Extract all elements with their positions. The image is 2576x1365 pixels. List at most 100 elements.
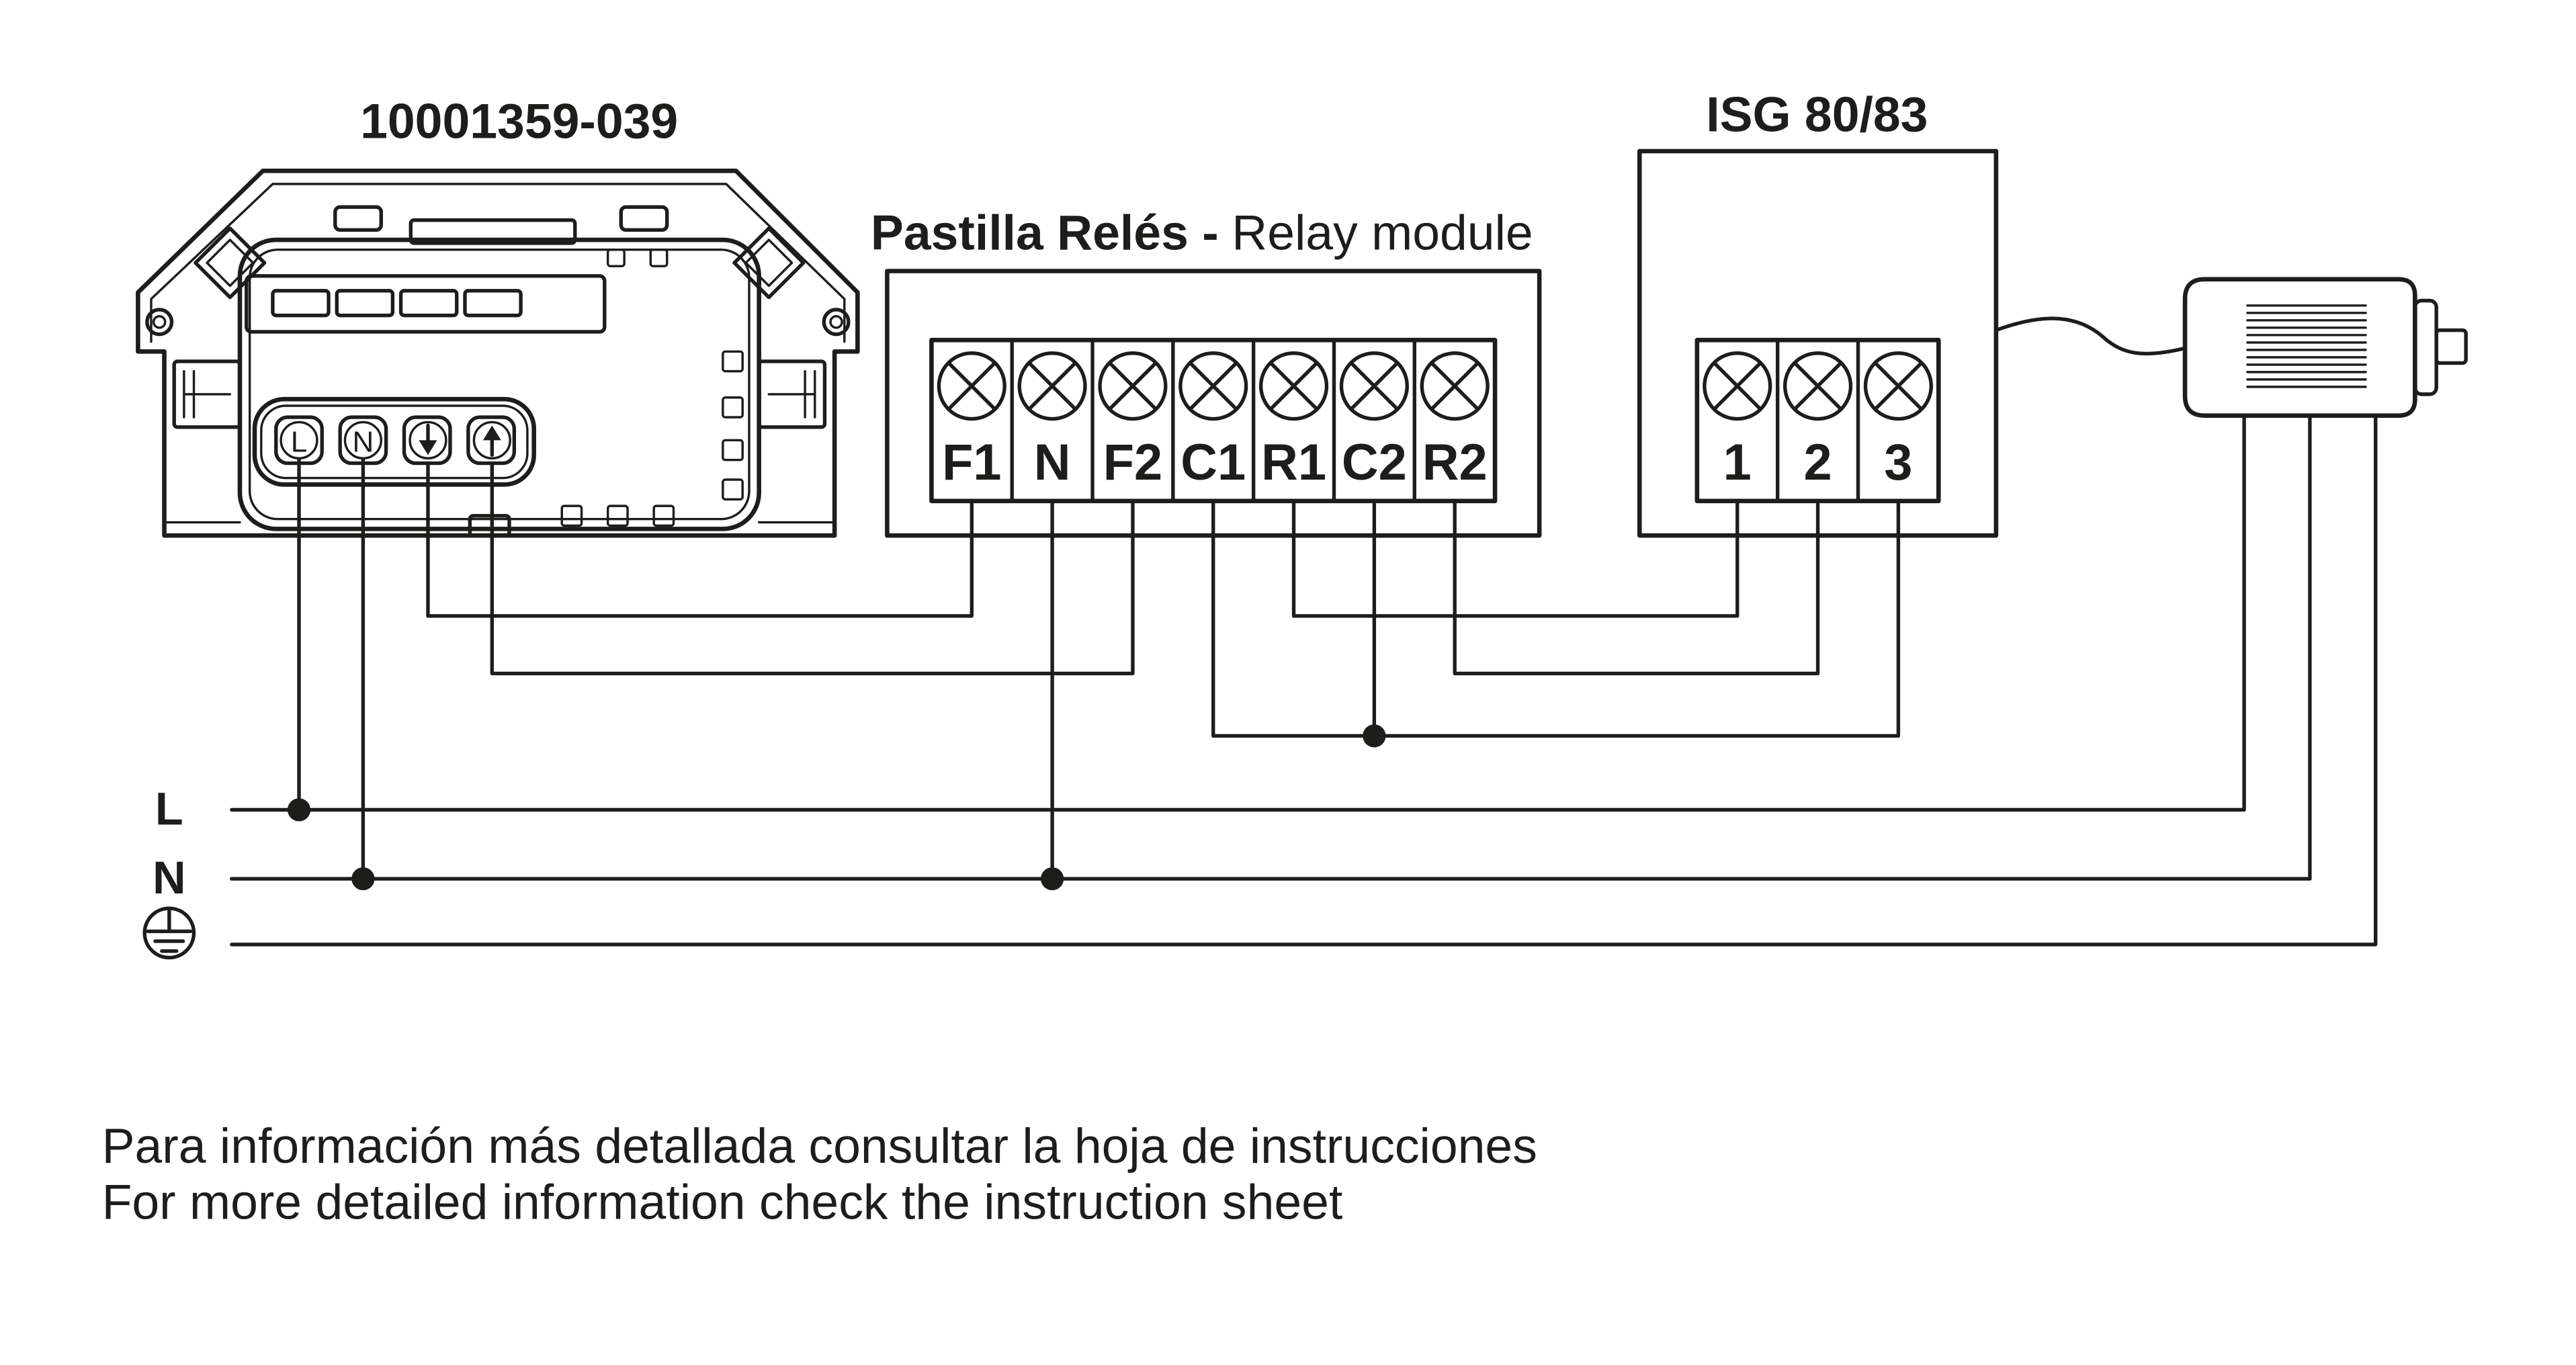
device-bottom-lip	[468, 514, 511, 537]
relay-terminal-f1: F1	[937, 351, 1006, 491]
relay-terminal-label: R2	[1422, 434, 1488, 491]
isg-terminal-label: 2	[1803, 434, 1832, 491]
bus-earth	[230, 413, 2378, 946]
wire-c1-to-isg-3	[1211, 499, 1901, 738]
device-mounting-hole-right	[822, 308, 851, 337]
terminal-screw-icon	[937, 351, 1006, 421]
relay-module-title-en: Relay module	[1232, 206, 1533, 261]
isg-terminal-label: 3	[1884, 434, 1912, 491]
relay-terminal-r1: R1	[1258, 351, 1329, 491]
terminal-screw-icon	[1339, 351, 1409, 421]
device-mechanism	[136, 169, 860, 538]
down-arrow-icon	[419, 423, 437, 455]
isg-terminal-dividers	[1775, 338, 1860, 503]
terminal-screw-cross	[1027, 361, 1078, 411]
device-bump-2	[335, 289, 395, 318]
terminal-screw-icon	[1178, 351, 1248, 421]
device-pin-side-2	[722, 396, 744, 419]
isg-motor-cable	[1994, 316, 2187, 356]
device-terminal-frame-inner	[260, 404, 529, 480]
motor-body	[2182, 277, 2417, 418]
motor-vents	[2246, 304, 2367, 388]
device-clip-left	[194, 226, 267, 300]
device-pin-side-4	[722, 478, 744, 501]
device-pin-side-1	[722, 350, 744, 373]
up-arrow-head	[482, 425, 501, 441]
device-latch-left	[172, 359, 242, 429]
terminal-screw-cross	[1269, 361, 1319, 411]
relay-terminal-r2: R2	[1420, 351, 1490, 491]
terminal-screw-cross	[1793, 361, 1843, 411]
terminal-screw-icon	[1863, 351, 1933, 421]
terminal-screw-cross	[1430, 361, 1480, 411]
device-mounting-hole-left-inner	[152, 315, 167, 329]
device-mounting-hole-left	[145, 308, 174, 337]
relay-terminal-f2: F2	[1098, 351, 1168, 491]
bus-line-l	[230, 413, 2246, 812]
footer-note-es: Para información más detallada consultar…	[102, 1118, 1537, 1174]
device-mounting-hole-right-inner	[829, 315, 843, 329]
device-inner-window	[245, 274, 607, 334]
motor-shaft	[2434, 328, 2468, 365]
device-clip-right	[732, 226, 806, 300]
terminal-screw-cross	[947, 361, 997, 411]
wire-f2-to-device-up	[490, 461, 1135, 676]
device-pin-top-1	[606, 248, 626, 267]
down-arrow-head	[419, 440, 437, 455]
supply-line-label: L	[155, 783, 183, 835]
wire-f1-to-device-down	[426, 461, 974, 618]
supply-neutral-label: N	[153, 852, 185, 904]
relay-terminal-label: N	[1034, 434, 1071, 491]
isg-terminal-2: 2	[1783, 351, 1853, 491]
device-frame-inner-edge	[150, 183, 846, 343]
device-terminal-down-ring	[409, 421, 447, 459]
wiring	[230, 413, 2378, 946]
relay-terminal-dividers	[1010, 338, 1416, 503]
relay-module: F1 N F2 C1 R1 C2 R2	[885, 269, 1542, 538]
ground-icon	[142, 906, 196, 960]
terminal-screw-cross	[1349, 361, 1400, 411]
device-terminal-n-label: N	[352, 425, 374, 458]
relay-terminal-c1: C1	[1178, 351, 1248, 491]
ground-icon-symbol	[146, 906, 193, 953]
device-model-title: 10001359-039	[360, 93, 678, 148]
terminal-screw-icon	[1098, 351, 1168, 421]
motor-flange	[2413, 298, 2438, 396]
device-latch-left-detail	[183, 369, 232, 419]
device-latch-right-detail	[767, 369, 816, 419]
device-outer-frame	[136, 169, 860, 538]
wire-r1-to-isg-1	[1291, 499, 1740, 618]
device-pin-bottom-3	[652, 504, 675, 527]
relay-terminal-label: F1	[942, 434, 1001, 491]
device-bump-1	[271, 289, 331, 318]
relay-terminal-n: N	[1017, 351, 1087, 491]
relay-module-box	[885, 269, 1542, 538]
junction-dot-c1-c2	[1363, 724, 1386, 748]
device-terminal-up-ring	[472, 421, 511, 459]
device-top-tab-left	[333, 205, 383, 232]
isg-title: ISG 80/83	[1706, 87, 1928, 142]
relay-module-title: Pastilla Relés -Relay module	[871, 206, 1533, 261]
device-pin-side-3	[722, 439, 744, 461]
isg-unit: 1 2 3	[1637, 148, 2187, 538]
bus-neutral-n	[230, 413, 2312, 881]
footer-note-en: For more detailed information check the …	[102, 1174, 1343, 1229]
device-top-tab-right	[619, 205, 669, 232]
up-arrow-icon	[482, 425, 501, 457]
junction-dot-relay-n	[1041, 867, 1064, 891]
relay-terminal-label: F2	[1103, 434, 1162, 491]
motor-icon	[2182, 277, 2468, 418]
device-terminal-frame	[252, 396, 536, 487]
wire-r2-to-isg-2	[1453, 499, 1820, 676]
relay-terminal-label: C1	[1180, 434, 1246, 491]
relay-terminal-label: C2	[1342, 434, 1407, 491]
device-latch-right	[757, 359, 827, 429]
device-top-bar	[409, 218, 577, 245]
isg-terminal-label: 1	[1723, 434, 1752, 491]
device-terminal-l-label: L	[291, 425, 307, 458]
junction-dot-device-l	[287, 798, 311, 822]
terminal-screw-cross	[1873, 361, 1924, 411]
device-bump-4	[463, 289, 523, 318]
